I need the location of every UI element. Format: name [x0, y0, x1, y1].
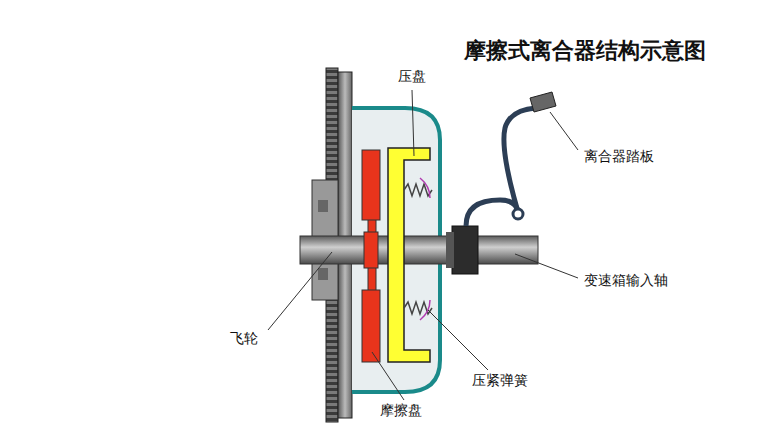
friction-disc [362, 150, 380, 362]
release-bearing [452, 226, 478, 274]
pressure-spring [404, 178, 432, 320]
diagram-title: 摩擦式离合器结构示意图 [462, 36, 708, 66]
part-label: 飞轮 [228, 330, 260, 348]
part-label: 变速箱输入轴 [582, 272, 670, 290]
part-label: 压紧弹簧 [470, 372, 530, 390]
input-shaft [300, 236, 538, 264]
part-label: 压盘 [396, 68, 428, 86]
bearing-ring [446, 232, 454, 268]
clutch-pedal [466, 92, 556, 226]
part-label: 离合器踏板 [582, 148, 656, 166]
leader-line [268, 90, 578, 400]
part-label: 摩擦盘 [378, 402, 424, 420]
pressure-plate [388, 148, 430, 362]
